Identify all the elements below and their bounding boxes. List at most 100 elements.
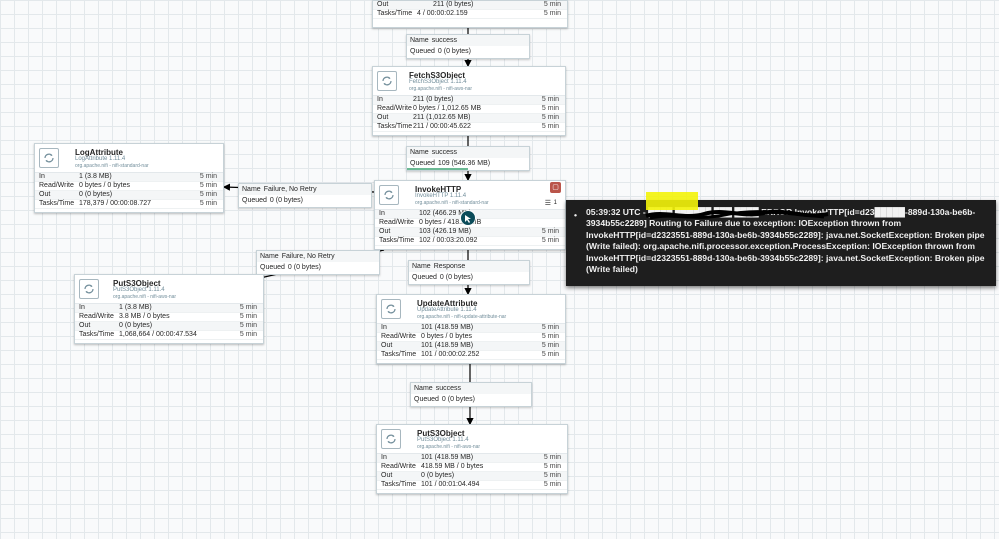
stat-label: Out xyxy=(381,472,393,479)
stat-row: Read/Write 0 bytes / 418.59 MB xyxy=(375,219,565,228)
stat-value: 178,379 / 00:00:08.727 xyxy=(79,200,152,207)
stat-value: 0 bytes / 0 bytes xyxy=(79,182,130,189)
stat-label: In xyxy=(377,96,383,103)
conn-name: success xyxy=(431,37,457,44)
processor-top[interactable]: Out 211 (0 bytes) 5 min Tasks/Time 4 / 0… xyxy=(372,0,568,28)
processor-logattribute[interactable]: LogAttribute LogAttribute 1.11.4 org.apa… xyxy=(34,143,224,213)
stat-time: 5 min xyxy=(199,182,217,189)
stat-time: 5 min xyxy=(541,342,559,349)
stat-value: 102 (466.29 MB) xyxy=(419,210,472,217)
stat-row: Out 0 (0 bytes) 5 min xyxy=(377,472,567,481)
processor-name: InvokeHTTP xyxy=(415,185,462,194)
stat-time: 5 min xyxy=(541,123,559,130)
stat-label: Tasks/Time xyxy=(39,200,75,207)
conn-name: Failure, No Retry xyxy=(281,253,335,260)
processor-icon xyxy=(79,279,99,299)
conn-queued-label: Queued xyxy=(410,160,435,167)
conn-queued-label: Queued xyxy=(410,48,435,55)
stat-label: Out xyxy=(79,322,91,329)
stat-label: Read/Write xyxy=(379,219,414,226)
processor-icon xyxy=(381,429,401,449)
stat-value: 102 / 00:03:20.092 xyxy=(419,237,478,244)
bulletin-bullet: • xyxy=(574,210,578,220)
stat-label: Tasks/Time xyxy=(377,123,413,130)
redaction-scribble xyxy=(645,209,829,220)
processor-puts3object-failure[interactable]: PutS3Object PutS3Object 1.11.4 org.apach… xyxy=(74,274,264,344)
stat-time: 5 min xyxy=(541,114,559,121)
conn-queued: 0 (0 bytes) xyxy=(287,264,321,271)
stat-value: 211 (0 bytes) xyxy=(413,96,454,103)
stat-time: 5 min xyxy=(239,331,257,338)
queue-list-icon: ☰ xyxy=(544,200,551,207)
processor-icon xyxy=(381,299,401,319)
stat-time: 5 min xyxy=(543,472,561,479)
stat-value: 0 bytes / 418.59 MB xyxy=(419,219,482,226)
processor-puts3object[interactable]: PutS3Object PutS3Object 1.11.4 org.apach… xyxy=(376,424,568,494)
stat-time: 5 min xyxy=(199,173,217,180)
processor-name: FetchS3Object xyxy=(409,71,466,80)
stat-time: 5 min xyxy=(543,481,561,488)
stat-time: 5 min xyxy=(541,96,559,103)
conn-name-label: Name xyxy=(260,253,279,260)
stat-time: 5 min xyxy=(541,333,559,340)
processor-name: PutS3Object xyxy=(417,429,465,438)
processor-type: FetchS3Object 1.11.4 xyxy=(409,79,467,85)
processor-type: InvokeHTTP 1.11.4 xyxy=(415,193,467,199)
cursor-busy-icon xyxy=(460,210,476,226)
stat-row: Out 211 (0 bytes) 5 min xyxy=(373,1,567,10)
conn-name-label: Name xyxy=(410,37,429,44)
stat-label: Out xyxy=(377,1,389,8)
stat-label: Tasks/Time xyxy=(377,10,413,17)
stat-value: 0 bytes / 0 bytes xyxy=(421,333,472,340)
stat-time: 5 min xyxy=(199,200,217,207)
stat-time: 5 min xyxy=(543,463,561,470)
stat-value: 101 / 00:00:02.252 xyxy=(421,351,480,358)
stat-value: 4 / 00:00:02.159 xyxy=(417,10,468,17)
bulletin-icon[interactable]: ▢ xyxy=(550,182,561,193)
stat-value: 101 (418.59 MB) xyxy=(421,454,474,461)
conn-name-label: Name xyxy=(412,263,431,270)
stat-time: 5 min xyxy=(541,105,559,112)
conn-queued-label: Queued xyxy=(414,396,439,403)
processor-bundle: org.apache.nifi - nifi-aws-nar xyxy=(113,294,177,300)
conn-name: Response xyxy=(433,263,466,270)
processor-fetchs3object[interactable]: FetchS3Object FetchS3Object 1.11.4 org.a… xyxy=(372,66,566,136)
processor-updateattribute[interactable]: UpdateAttribute UpdateAttribute 1.11.4 o… xyxy=(376,294,566,364)
stat-value: 0 (0 bytes) xyxy=(79,191,113,198)
stat-label: In xyxy=(39,173,45,180)
stat-time: 5 min xyxy=(541,324,559,331)
conn-queued: 0 (0 bytes) xyxy=(441,396,475,403)
stat-label: Tasks/Time xyxy=(381,351,417,358)
conn-queued: 0 (0 bytes) xyxy=(439,274,473,281)
stat-label: Out xyxy=(377,114,389,121)
stat-value: 211 (1,012.65 MB) xyxy=(413,114,471,121)
conn-name-label: Name xyxy=(242,186,261,193)
stat-label: In xyxy=(79,304,85,311)
conn-name: Failure, No Retry xyxy=(263,186,317,193)
conn-queued-label: Queued xyxy=(260,264,285,271)
stat-time: 5 min xyxy=(239,313,257,320)
processor-icon xyxy=(379,185,399,205)
conn-queued-label: Queued xyxy=(242,197,267,204)
stat-label: Out xyxy=(39,191,51,198)
stat-value: 103 (426.19 MB) xyxy=(419,228,472,235)
processor-icon xyxy=(39,148,59,168)
processor-type: LogAttribute 1.11.4 xyxy=(75,156,126,162)
stat-value: 0 (0 bytes) xyxy=(421,472,455,479)
stat-label: Out xyxy=(381,342,393,349)
